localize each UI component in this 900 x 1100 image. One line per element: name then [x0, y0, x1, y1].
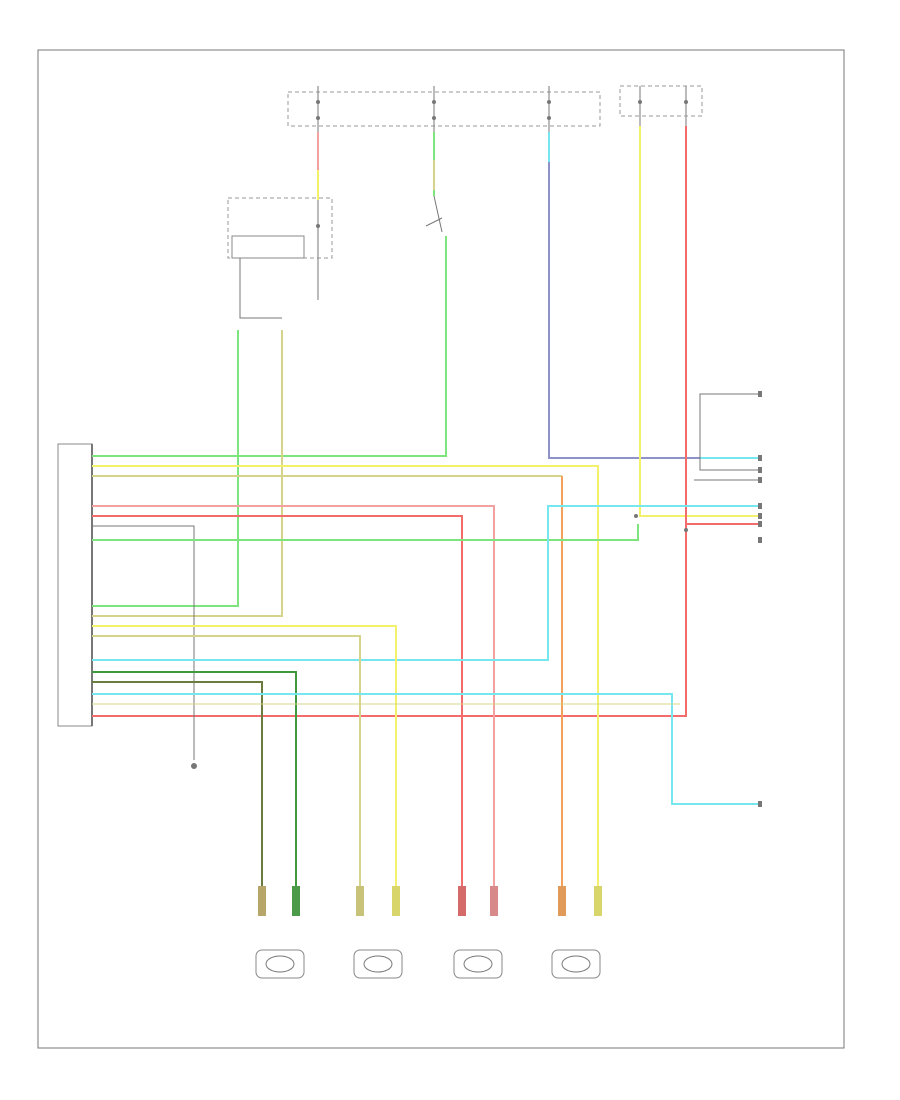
- wire-red-fuse5: [92, 126, 687, 717]
- wire-lightblue-row9: [92, 505, 760, 661]
- abs-module-connector: [57, 443, 93, 727]
- fuse-box-outline: [287, 91, 601, 127]
- wire-darkgreen-lf1: [92, 681, 263, 892]
- sensor-left-rear: [353, 886, 403, 979]
- ground-point: [191, 763, 197, 769]
- diagram-frame: [37, 49, 845, 1049]
- splice-2: [684, 528, 688, 532]
- relay-box: [231, 235, 305, 259]
- fuse-1: [316, 86, 320, 132]
- wire-yellow-lr2: [92, 625, 397, 892]
- wire-pink-row5: [92, 505, 495, 892]
- fuse-3: [547, 86, 551, 132]
- brake-switch: [425, 195, 443, 233]
- wire-green-brake-out: [92, 236, 447, 457]
- junction-box-outline: [619, 85, 703, 117]
- fuse-5: [684, 86, 688, 126]
- wire-red-row6: [92, 515, 463, 892]
- wire-gray-relay: [239, 258, 282, 319]
- sensor-right-front: [453, 886, 503, 979]
- wire-yellow-row2: [92, 465, 599, 892]
- fuse-2: [432, 86, 436, 132]
- wire-bluegray-fuse3: [548, 162, 760, 459]
- fuse-4: [638, 86, 642, 126]
- wire-darkgreen-lf2: [92, 671, 297, 892]
- wire-tan-lr1: [92, 635, 361, 892]
- wire-lightgreen-relay: [92, 330, 239, 607]
- wire-lightblue-diag: [92, 693, 760, 805]
- wire-yellow-fuse4: [639, 126, 760, 517]
- relay-box-outline: [227, 197, 333, 259]
- sensor-right-rear: [551, 886, 602, 979]
- wire-gray-row7: [92, 525, 195, 760]
- sensor-left-front: [255, 886, 305, 979]
- right-connector-pins: [758, 391, 762, 807]
- wire-tan-relay: [92, 330, 283, 617]
- wire-green-row8: [92, 524, 639, 541]
- wire-gray-right-top: [699, 393, 760, 471]
- splice-1: [634, 514, 638, 518]
